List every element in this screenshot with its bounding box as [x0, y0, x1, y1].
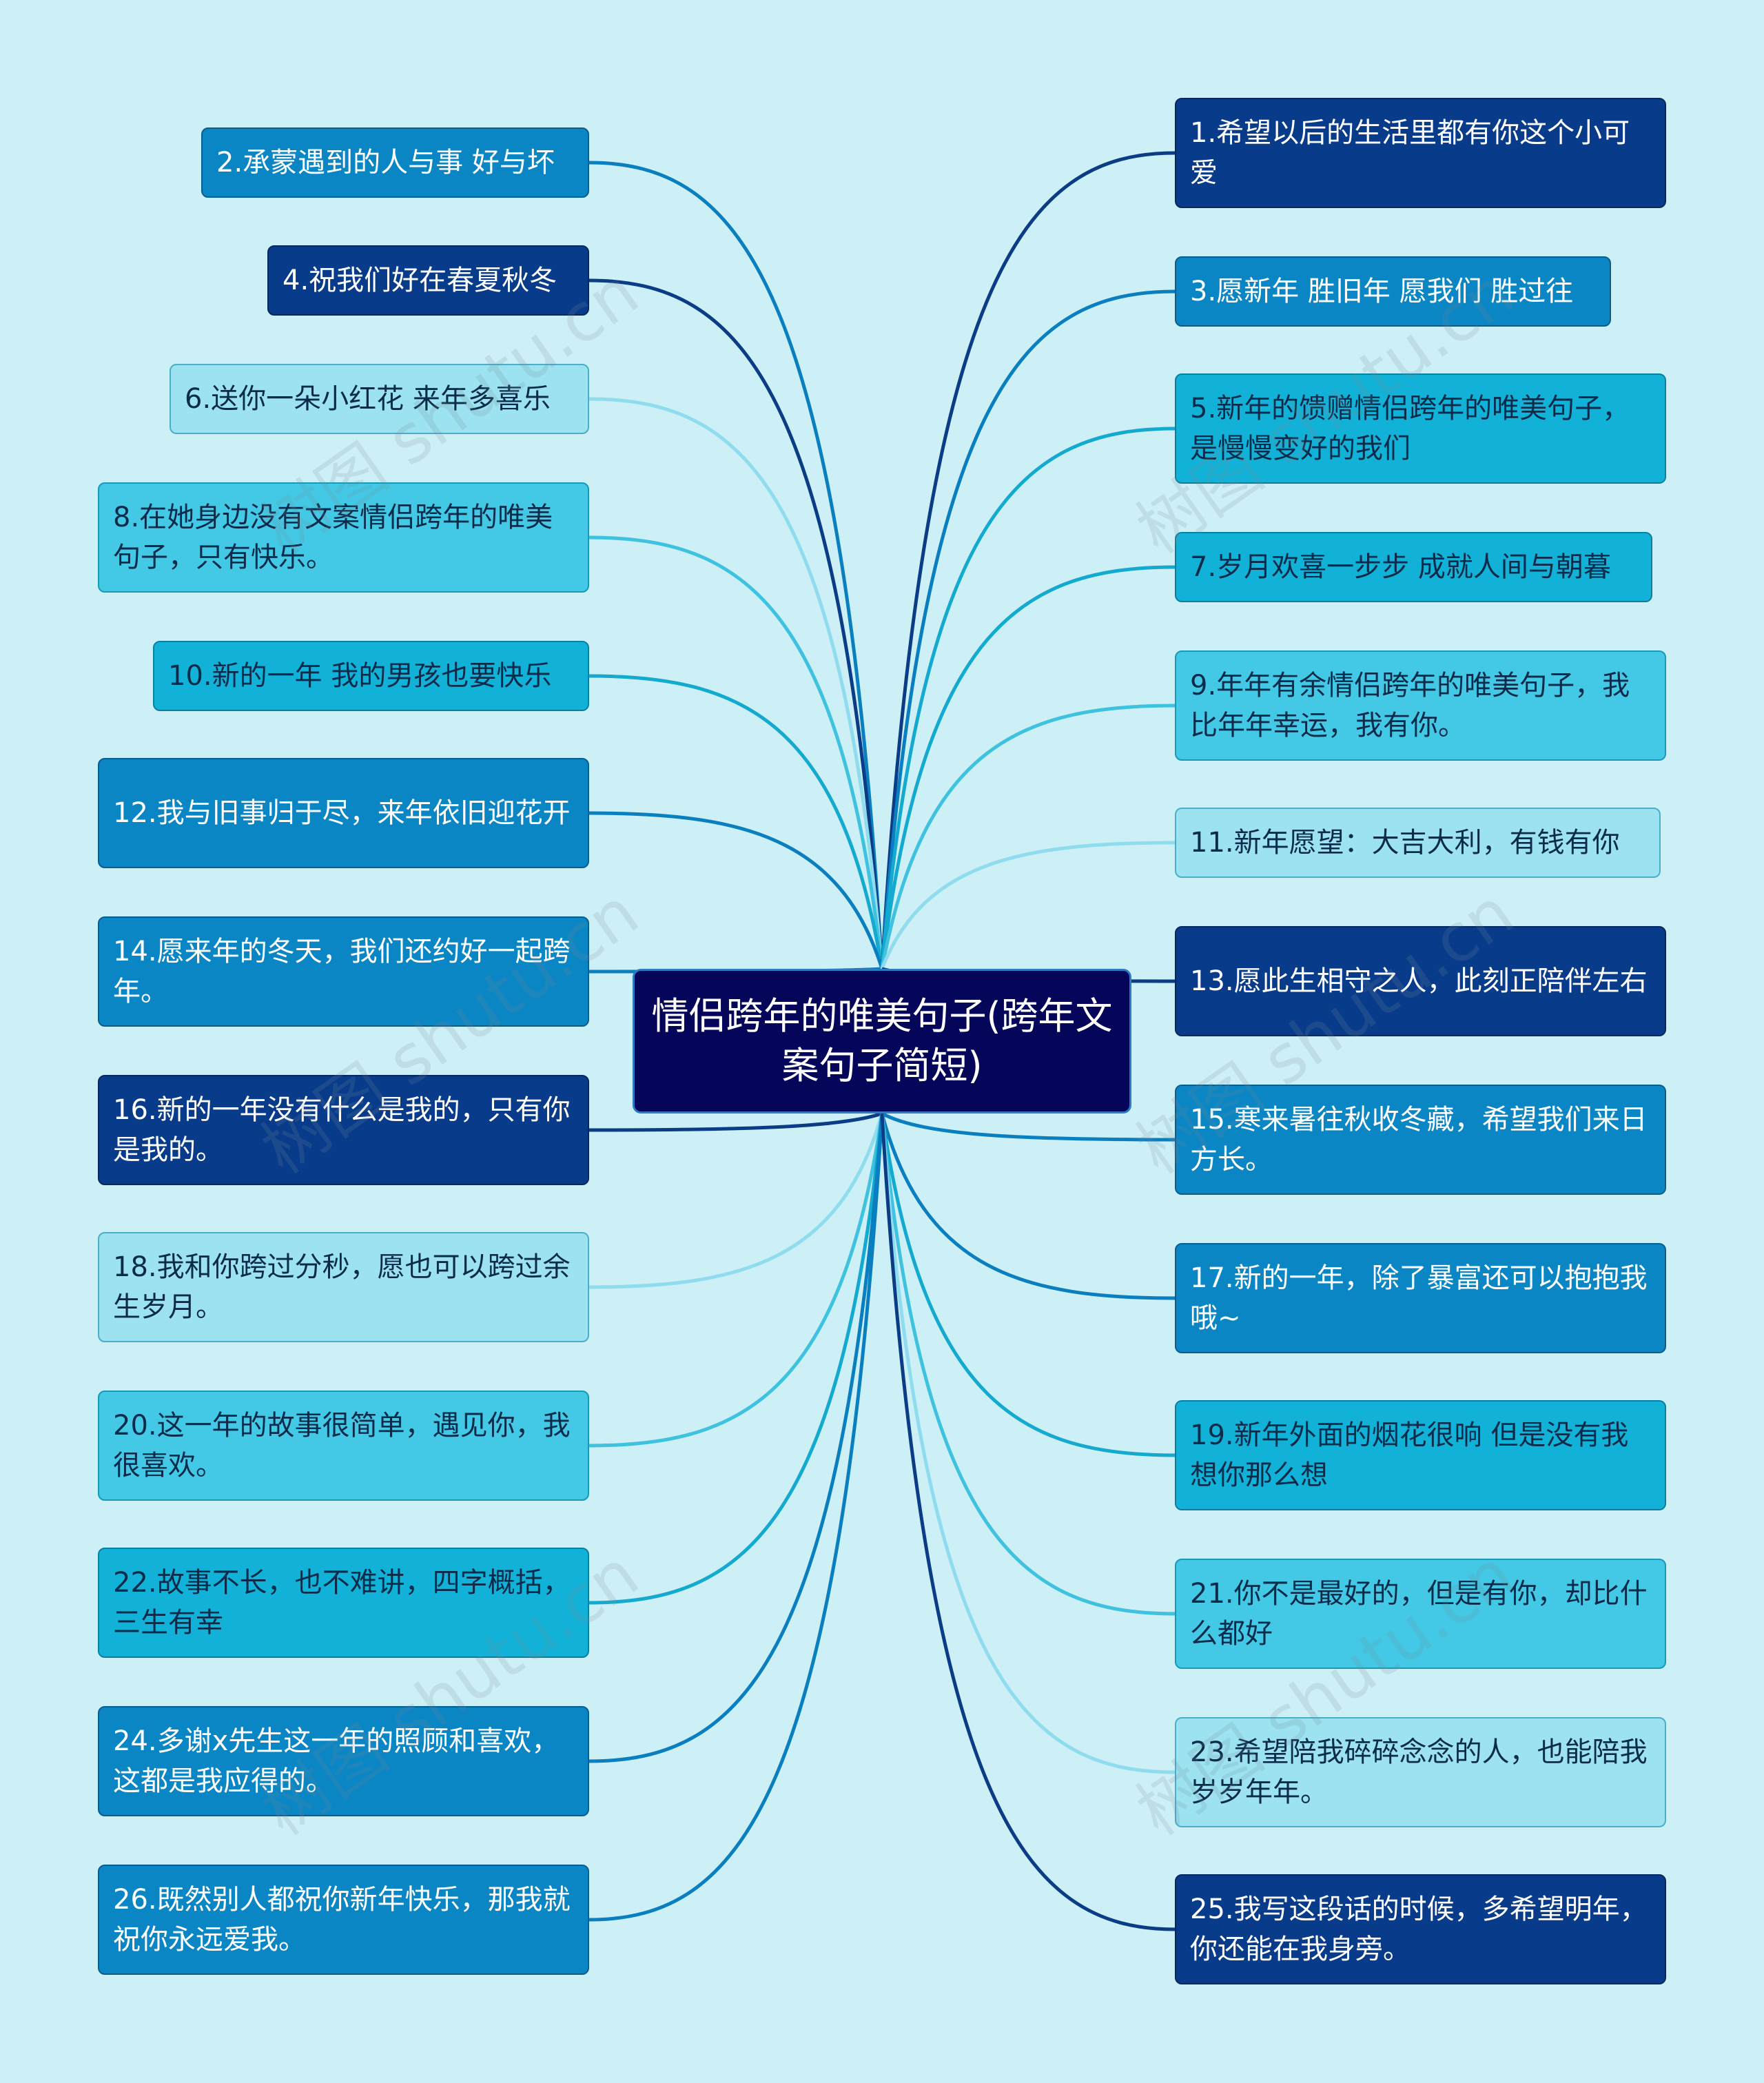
left-topic-node[interactable]: 18.我和你跨过分秒，愿也可以跨过余生岁月。 — [98, 1232, 589, 1342]
connector-line — [880, 704, 1176, 969]
right-topic-node[interactable]: 21.你不是最好的，但是有你，却比什么都好 — [1175, 1559, 1666, 1669]
connector-line — [588, 161, 884, 969]
topic-label: 5.新年的馈赠情侣跨年的唯美句子，是慢慢变好的我们 — [1190, 393, 1630, 464]
connector-line — [588, 1113, 884, 1289]
connector-line — [881, 1111, 1176, 1142]
topic-label: 3.愿新年 胜旧年 愿我们 胜过往 — [1190, 276, 1574, 307]
topic-label: 26.既然别人都祝你新年快乐，那我就祝你永远爱我。 — [113, 1884, 571, 1956]
right-topic-node[interactable]: 9.年年有余情侣跨年的唯美句子，我比年年幸运，我有你。 — [1175, 650, 1666, 761]
right-topic-node[interactable]: 23.希望陪我碎碎念念的人，也能陪我岁岁年年。 — [1175, 1717, 1666, 1827]
topic-label: 17.新的一年，除了暴富还可以抱抱我哦~ — [1190, 1262, 1648, 1334]
left-topic-node[interactable]: 24.多谢x先生这一年的照顾和喜欢，这都是我应得的。 — [98, 1706, 589, 1816]
right-topic-node[interactable]: 7.岁月欢喜一步步 成就人间与朝暮 — [1175, 532, 1652, 602]
right-topic-node[interactable]: 5.新年的馈赠情侣跨年的唯美句子，是慢慢变好的我们 — [1175, 373, 1666, 484]
right-topic-node[interactable]: 17.新的一年，除了暴富还可以抱抱我哦~ — [1175, 1243, 1666, 1353]
connector-line — [880, 841, 1176, 969]
connector-line — [880, 1113, 1176, 1457]
topic-label: 9.年年有余情侣跨年的唯美句子，我比年年幸运，我有你。 — [1190, 670, 1630, 741]
topic-label: 21.你不是最好的，但是有你，却比什么都好 — [1190, 1578, 1648, 1650]
connector-line — [588, 397, 884, 969]
connector-line — [588, 1113, 884, 1763]
topic-label: 4.祝我们好在春夏秋冬 — [283, 265, 557, 296]
topic-label: 14.愿来年的冬天，我们还约好一起跨年。 — [113, 936, 571, 1007]
right-topic-node[interactable]: 25.我写这段话的时候，多希望明年，你还能在我身旁。 — [1175, 1874, 1666, 1984]
connector-line — [880, 1113, 1176, 1616]
topic-label: 11.新年愿望：大吉大利，有钱有你 — [1190, 827, 1620, 859]
topic-label: 23.希望陪我碎碎念念的人，也能陪我岁岁年年。 — [1190, 1736, 1648, 1808]
topic-label: 6.送你一朵小红花 来年多喜乐 — [185, 383, 551, 415]
connector-line — [588, 535, 884, 969]
topic-label: 18.我和你跨过分秒，愿也可以跨过余生岁月。 — [113, 1251, 571, 1323]
topic-label: 1.希望以后的生活里都有你这个小可爱 — [1190, 117, 1630, 189]
connector-line — [588, 1113, 884, 1922]
right-topic-node[interactable]: 15.寒来暑往秋收冬藏，希望我们来日方长。 — [1175, 1085, 1666, 1195]
right-topic-node[interactable]: 19.新年外面的烟花很响 但是没有我想你那么想 — [1175, 1400, 1666, 1510]
left-topic-node[interactable]: 26.既然别人都祝你新年快乐，那我就祝你永远爱我。 — [98, 1865, 589, 1975]
left-topic-node[interactable]: 2.承蒙遇到的人与事 好与坏 — [201, 127, 589, 198]
connector-line — [588, 674, 884, 969]
topic-label: 15.寒来暑往秋收冬藏，希望我们来日方长。 — [1190, 1104, 1648, 1176]
topic-label: 8.在她身边没有文案情侣跨年的唯美句子，只有快乐。 — [113, 502, 553, 573]
topic-label: 7.岁月欢喜一步步 成就人间与朝暮 — [1190, 551, 1611, 583]
connector-line — [880, 151, 1176, 969]
topic-label: 25.我写这段话的时候，多希望明年，你还能在我身旁。 — [1190, 1894, 1648, 1965]
left-topic-node[interactable]: 10.新的一年 我的男孩也要快乐 — [153, 641, 589, 711]
topic-label: 24.多谢x先生这一年的照顾和喜欢，这都是我应得的。 — [113, 1725, 560, 1797]
topic-label: 22.故事不长，也不难讲，四字概括，三生有幸 — [113, 1567, 571, 1639]
left-topic-node[interactable]: 8.在她身边没有文案情侣跨年的唯美句子，只有快乐。 — [98, 482, 589, 593]
topic-label: 16.新的一年没有什么是我的，只有你是我的。 — [113, 1094, 571, 1166]
connector-line — [880, 427, 1176, 969]
connector-line — [880, 289, 1176, 969]
left-topic-node[interactable]: 4.祝我们好在春夏秋冬 — [267, 245, 589, 316]
topic-label: 10.新的一年 我的男孩也要快乐 — [168, 660, 552, 692]
left-topic-node[interactable]: 14.愿来年的冬天，我们还约好一起跨年。 — [98, 916, 589, 1027]
connector-line — [588, 811, 884, 969]
connector-line — [880, 565, 1176, 969]
right-topic-node[interactable]: 11.新年愿望：大吉大利，有钱有你 — [1175, 808, 1661, 878]
topic-label: 19.新年外面的烟花很响 但是没有我想你那么想 — [1190, 1419, 1629, 1491]
topic-label: 12.我与旧事归于尽，来年依旧迎花开 — [113, 797, 571, 829]
left-topic-node[interactable]: 20.这一年的故事很简单，遇见你，我很喜欢。 — [98, 1391, 589, 1501]
right-topic-node[interactable]: 1.希望以后的生活里都有你这个小可爱 — [1175, 98, 1666, 208]
left-topic-node[interactable]: 12.我与旧事归于尽，来年依旧迎花开 — [98, 758, 589, 868]
right-topic-node[interactable]: 13.愿此生相守之人，此刻正陪伴左右 — [1175, 926, 1666, 1036]
connector-line — [588, 1113, 884, 1448]
connector-line — [880, 1113, 1176, 1774]
connector-line — [588, 1113, 884, 1605]
connector-line — [880, 1113, 1176, 1931]
topic-label: 13.愿此生相守之人，此刻正陪伴左右 — [1190, 965, 1648, 997]
center-topic-label: 情侣跨年的唯美句子(跨年文案句子简短) — [651, 994, 1113, 1087]
left-topic-node[interactable]: 6.送你一朵小红花 来年多喜乐 — [170, 364, 589, 434]
left-topic-node[interactable]: 16.新的一年没有什么是我的，只有你是我的。 — [98, 1075, 589, 1185]
connector-line — [588, 1111, 883, 1132]
topic-label: 2.承蒙遇到的人与事 好与坏 — [216, 147, 555, 178]
topic-label: 20.这一年的故事很简单，遇见你，我很喜欢。 — [113, 1410, 571, 1481]
left-topic-node[interactable]: 22.故事不长，也不难讲，四字概括，三生有幸 — [98, 1548, 589, 1658]
connector-line — [588, 278, 884, 969]
center-topic[interactable]: 情侣跨年的唯美句子(跨年文案句子简短) — [633, 969, 1131, 1114]
connector-line — [880, 1113, 1176, 1300]
right-topic-node[interactable]: 3.愿新年 胜旧年 愿我们 胜过往 — [1175, 256, 1611, 327]
